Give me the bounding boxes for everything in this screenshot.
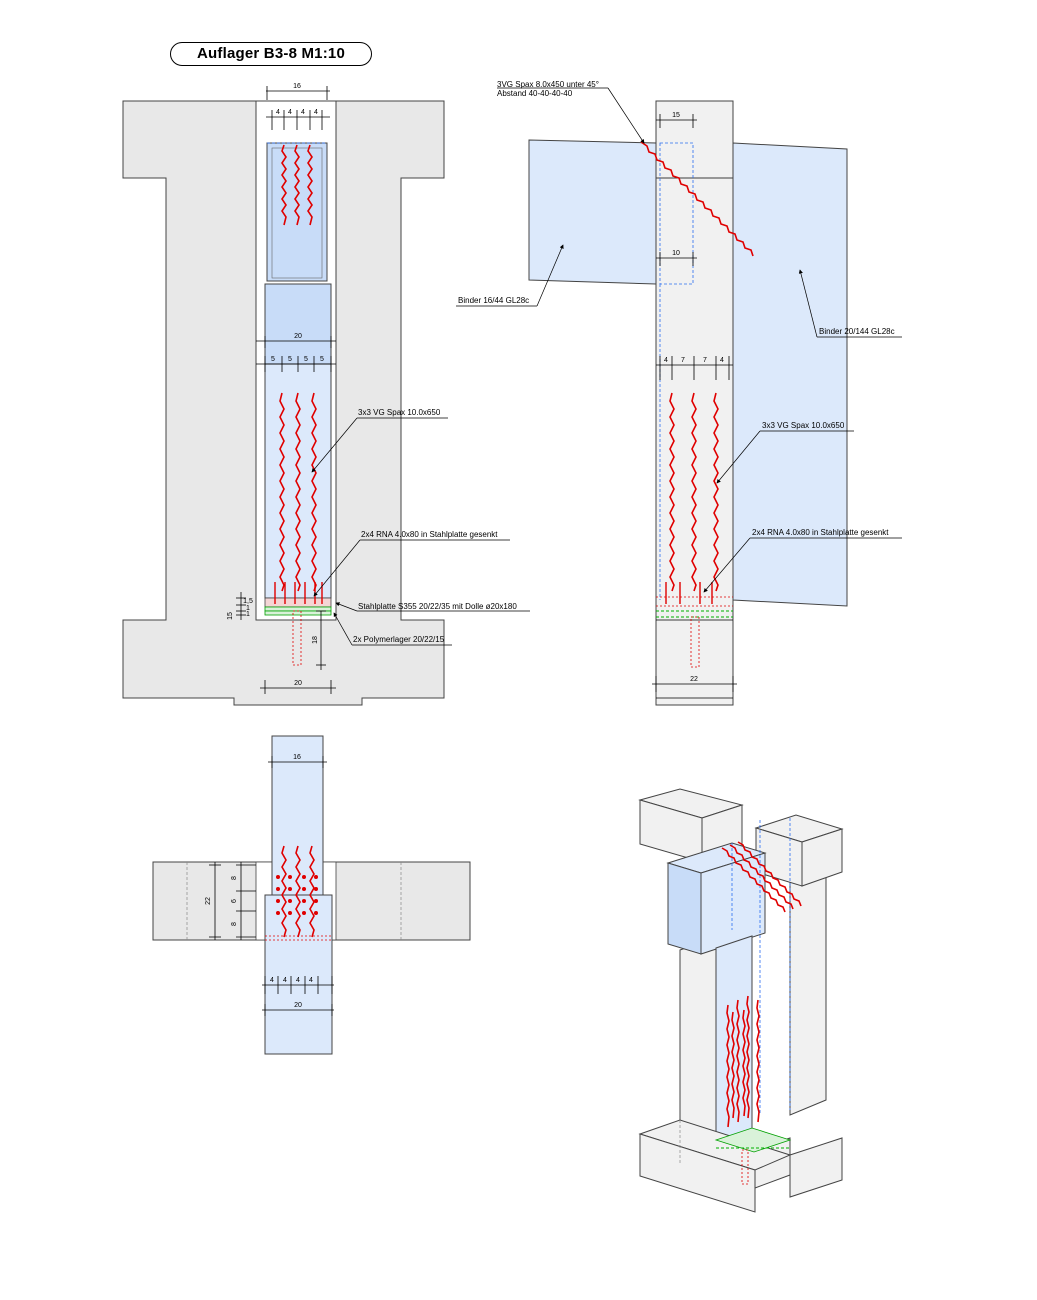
dim-front-side-1: 15 bbox=[227, 612, 234, 620]
side-binder-right bbox=[732, 142, 848, 607]
dim-front-top-s4: 4 bbox=[314, 109, 318, 116]
dim-side-top: 15 bbox=[672, 112, 680, 119]
dim-front-side-3: 1 bbox=[246, 605, 250, 612]
dim-plan-bottom-s4: 4 bbox=[309, 977, 313, 984]
dim-front-mid-s2: 5 bbox=[288, 356, 292, 363]
dim-front-bottom: 20 bbox=[294, 680, 302, 687]
dim-front-top-s2: 4 bbox=[288, 109, 292, 116]
dim-side-s1: 4 bbox=[664, 357, 668, 364]
plan-nail-dots bbox=[276, 875, 318, 915]
dim-front-side-2: 1,5 bbox=[243, 598, 253, 605]
dim-plan-top: 16 bbox=[293, 754, 301, 761]
front-main-screws bbox=[279, 392, 317, 592]
dim-front-side-4: 1 bbox=[246, 611, 250, 618]
dim-front-top-s1: 4 bbox=[276, 109, 280, 116]
dim-side-inner: 10 bbox=[672, 250, 680, 257]
dim-side-s4: 4 bbox=[720, 357, 724, 364]
side-diagonal-screw bbox=[640, 141, 754, 257]
plan-dimensions: 16 22 8 6 8 4 4 4 4 20 bbox=[205, 754, 334, 1016]
dim-plan-left-s2: 6 bbox=[231, 899, 238, 903]
side-view: 15 10 4 7 7 4 22 3VG Spax 8.0x450 unter … bbox=[456, 80, 902, 706]
front-dimensions: 16 4 4 4 4 20 5 5 5 5 15 1,5 1 bbox=[227, 83, 336, 694]
dim-plan-bottom-s3: 4 bbox=[296, 977, 300, 984]
plan-timber-lower bbox=[264, 894, 333, 1055]
label-side-binder-left: Binder 16/44 GL28c bbox=[458, 296, 529, 305]
dim-plan-bottom: 20 bbox=[294, 1002, 302, 1009]
plan-view: 16 22 8 6 8 4 4 4 4 20 bbox=[152, 735, 471, 1055]
side-binder-left bbox=[528, 139, 657, 285]
front-view: 16 4 4 4 4 20 5 5 5 5 15 1,5 1 bbox=[122, 83, 530, 706]
dim-front-mid-s3: 5 bbox=[304, 356, 308, 363]
label-side-binder-right: Binder 20/144 GL28c bbox=[819, 327, 895, 336]
drawing-title: Auflager B3-8 M1:10 bbox=[170, 42, 372, 66]
dim-plan-bottom-s2: 4 bbox=[283, 977, 287, 984]
label-front-plate: Stahlplatte S355 20/22/35 mit Dolle ø20x… bbox=[358, 602, 517, 611]
side-concrete-column bbox=[655, 100, 734, 706]
front-dowel bbox=[292, 610, 302, 666]
iso-view bbox=[638, 788, 844, 1213]
front-upper-screws bbox=[281, 144, 313, 226]
dim-side-s2: 7 bbox=[681, 357, 685, 364]
label-front-nails: 2x4 RNA 4.0x80 in Stahlplatte gesenkt bbox=[361, 530, 498, 539]
side-dimensions: 15 10 4 7 7 4 22 bbox=[652, 112, 737, 692]
plan-screws bbox=[281, 845, 315, 938]
dim-front-mid-s4: 5 bbox=[320, 356, 324, 363]
label-side-diag-2: Abstand 40-40-40-40 bbox=[497, 89, 573, 98]
dim-plan-left: 22 bbox=[205, 897, 212, 905]
label-front-bearing: 2x Polymerlager 20/22/15 bbox=[353, 635, 445, 644]
dim-plan-bottom-s1: 4 bbox=[270, 977, 274, 984]
side-nails bbox=[665, 582, 713, 604]
dim-plan-left-s3: 8 bbox=[231, 922, 238, 926]
side-screws bbox=[669, 392, 719, 592]
iso-screws bbox=[721, 841, 802, 1128]
dim-front-top-s3: 4 bbox=[301, 109, 305, 116]
dim-front-top: 16 bbox=[293, 83, 301, 90]
dim-side-s3: 7 bbox=[703, 357, 707, 364]
label-side-screws: 3x3 VG Spax 10.0x650 bbox=[762, 421, 845, 430]
dim-front-dowel: 18 bbox=[312, 636, 319, 644]
label-side-diag-1: 3VG Spax 8.0x450 unter 45° bbox=[497, 80, 599, 89]
dim-plan-left-s1: 8 bbox=[231, 876, 238, 880]
label-front-screws: 3x3 VG Spax 10.0x650 bbox=[358, 408, 441, 417]
front-timber-upper bbox=[266, 142, 328, 282]
dim-front-mid-s1: 5 bbox=[271, 356, 275, 363]
front-annotations: 3x3 VG Spax 10.0x650 2x4 RNA 4.0x80 in S… bbox=[311, 408, 530, 646]
dim-side-bottom: 22 bbox=[690, 676, 698, 683]
side-annotations: 3VG Spax 8.0x450 unter 45° Abstand 40-40… bbox=[456, 80, 902, 593]
dim-front-mid: 20 bbox=[294, 333, 302, 340]
front-bearing bbox=[264, 606, 332, 612]
front-timber-joint bbox=[264, 283, 332, 365]
label-side-nails: 2x4 RNA 4.0x80 in Stahlplatte gesenkt bbox=[752, 528, 889, 537]
front-timber-main bbox=[264, 363, 332, 599]
